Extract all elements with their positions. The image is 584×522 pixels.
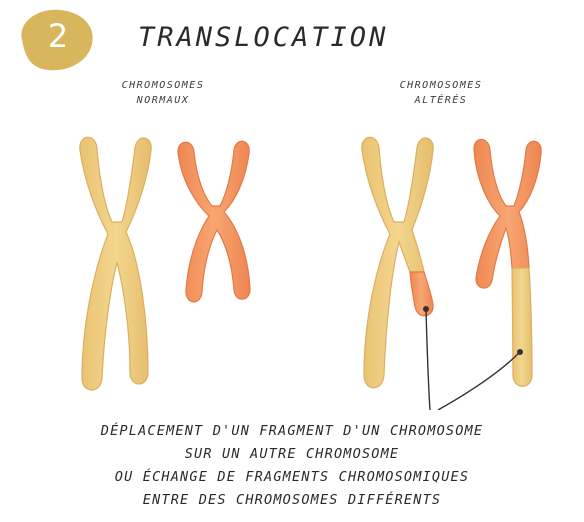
caption-line-3: OU ÉCHANGE DE FRAGMENTS CHROMOSOMIQUES <box>0 466 584 489</box>
altered-yellow-chromosome <box>362 137 433 387</box>
pointer-dot-left <box>423 306 429 312</box>
caption: DÉPLACEMENT D'UN FRAGMENT D'UN CHROMOSOM… <box>0 420 584 512</box>
translocated-orange-fragment <box>410 272 433 316</box>
pointer-line-left <box>426 310 430 410</box>
normal-orange-chromosome <box>178 141 250 302</box>
altered-orange-chromosome <box>474 140 541 387</box>
pointer-lines <box>426 310 520 410</box>
normal-yellow-chromosome <box>80 137 151 390</box>
pointer-line-right <box>438 352 520 410</box>
pointer-dot-right <box>517 349 523 355</box>
translocated-yellow-fragment <box>512 268 532 386</box>
caption-line-4: ENTRE DES CHROMOSOMES DIFFÉRENTS <box>0 489 584 512</box>
caption-line-1: DÉPLACEMENT D'UN FRAGMENT D'UN CHROMOSOM… <box>0 420 584 443</box>
chromosome-illustration <box>0 0 584 410</box>
caption-line-2: SUR UN AUTRE CHROMOSOME <box>0 443 584 466</box>
